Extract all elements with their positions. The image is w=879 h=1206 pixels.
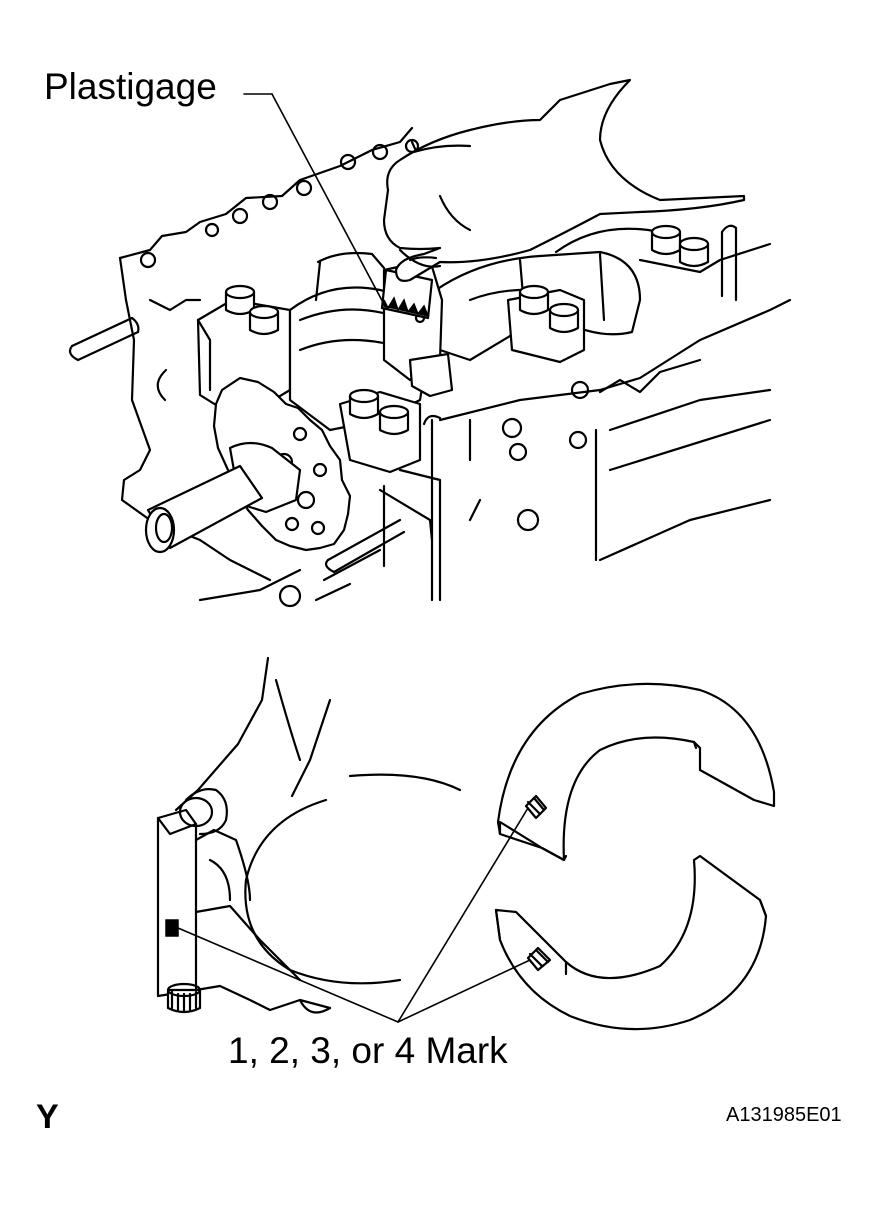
cap-bolt	[348, 388, 380, 420]
view-label: Y	[36, 1098, 59, 1136]
cap-bolt	[378, 404, 410, 436]
mark-label: 1, 2, 3, or 4 Mark	[228, 1030, 508, 1071]
crank-nose	[144, 441, 302, 554]
cap-bolt	[548, 302, 580, 334]
mark-leader-lines	[177, 807, 531, 1023]
cap-bolt	[678, 236, 710, 268]
engine-block-assembly	[68, 126, 792, 608]
cap-bolt	[248, 304, 280, 336]
cap-bolt	[224, 284, 256, 316]
figure-code: A131985E01	[726, 1104, 842, 1126]
hand	[382, 78, 746, 282]
plastigage-label: Plastigage	[44, 66, 217, 107]
upper-bearing-shell	[496, 682, 776, 862]
lower-bearing-shell	[494, 854, 768, 1031]
plastigage-leader	[243, 93, 387, 309]
connecting-rod	[156, 656, 462, 1014]
cap-bolt	[518, 284, 550, 316]
cap-bolt	[650, 224, 682, 256]
rod-mark-square	[165, 919, 179, 937]
